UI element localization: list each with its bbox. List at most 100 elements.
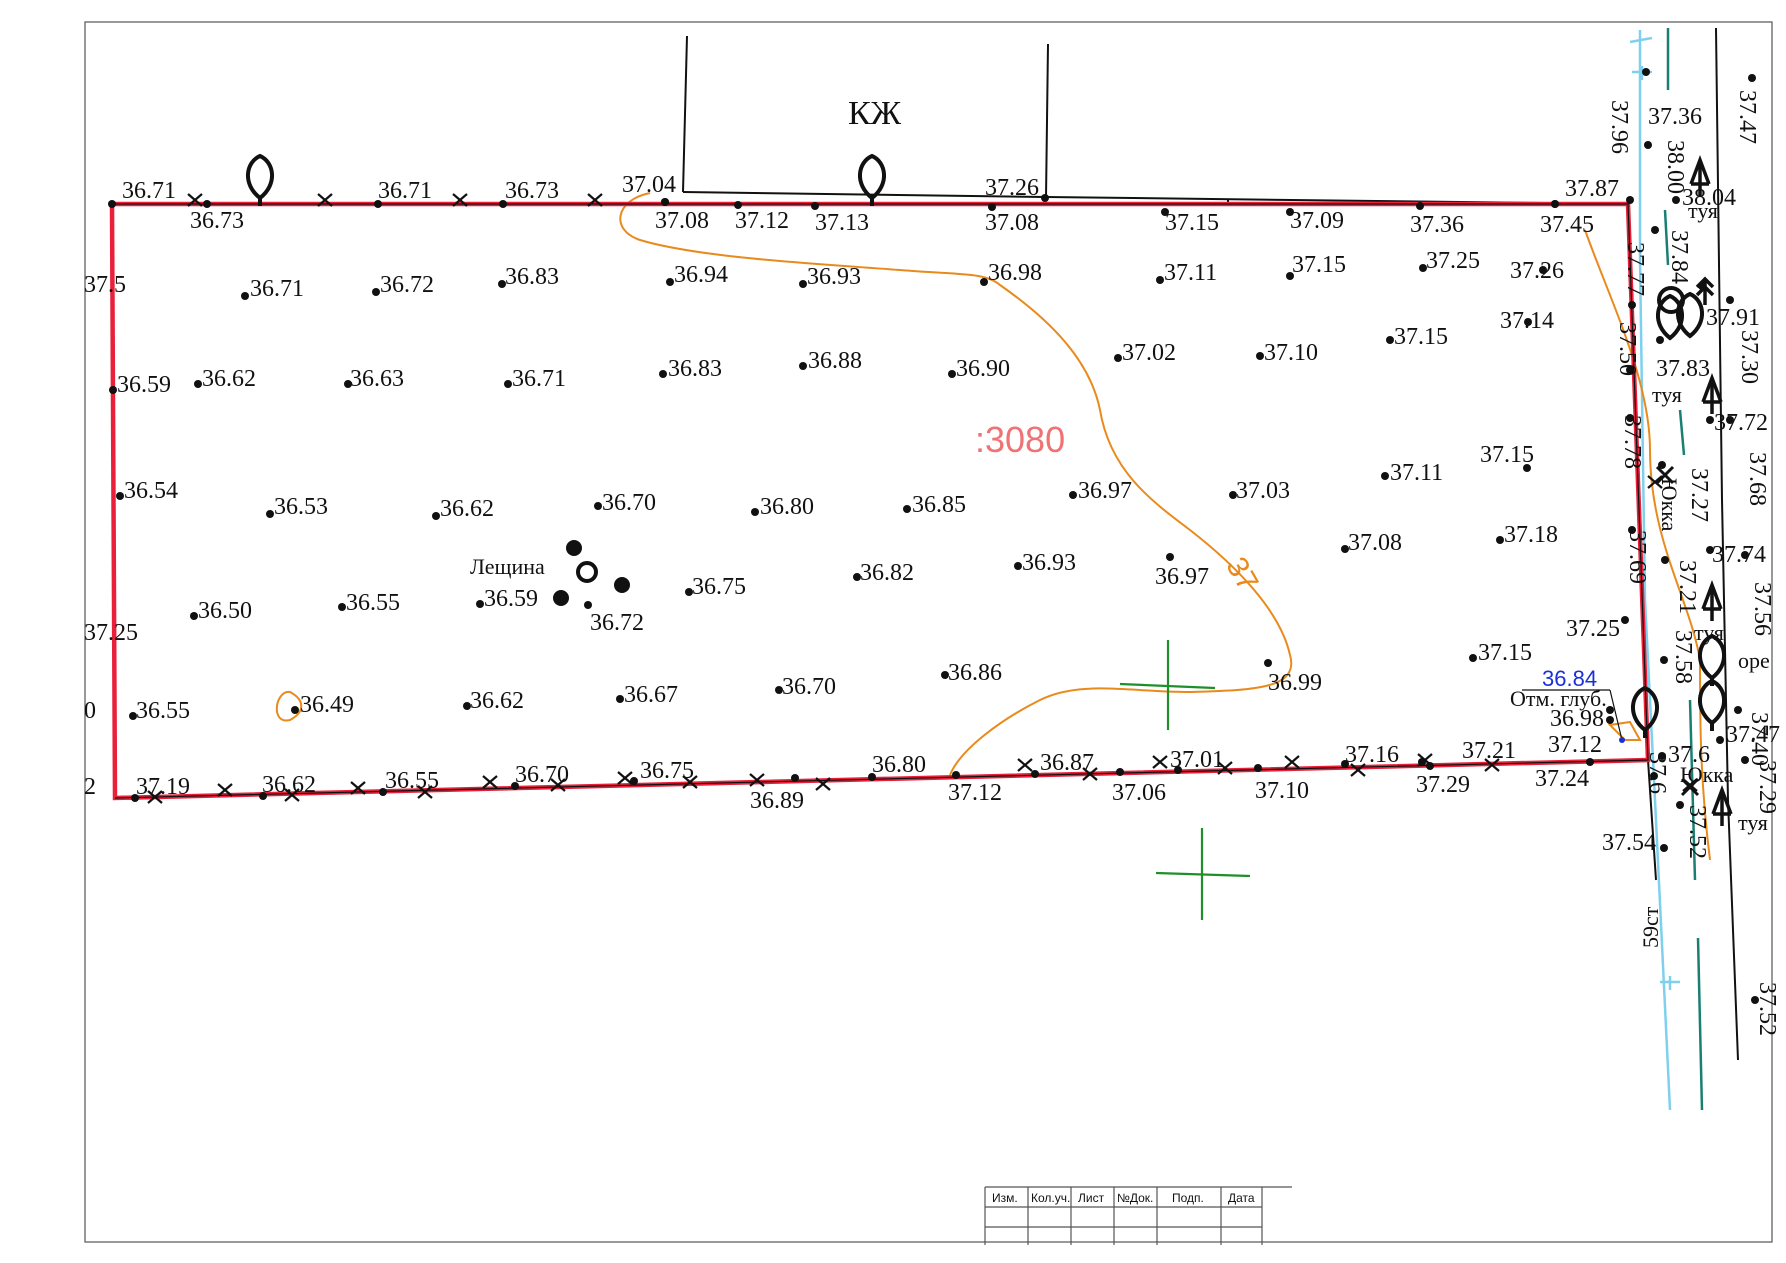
elevation-label: 37.77 — [1622, 242, 1648, 296]
survey-point — [266, 510, 274, 518]
elevation-label: 37.03 — [1236, 478, 1290, 504]
elevation-label: 37.47 — [1726, 722, 1780, 748]
elevation-label: 36.67 — [624, 682, 678, 708]
survey-point — [1031, 770, 1039, 778]
survey-point — [666, 278, 674, 286]
survey-point — [1734, 706, 1742, 714]
elevation-label: 37.08 — [985, 210, 1039, 236]
survey-point — [241, 292, 249, 300]
depth-point — [1619, 737, 1625, 743]
elevation-label: 37.69 — [1624, 530, 1650, 584]
survey-point — [1416, 202, 1424, 210]
elevation-label: 36.83 — [505, 264, 559, 290]
survey-point — [203, 200, 211, 208]
conifer-icon — [1711, 785, 1733, 826]
elevation-label: 37.26 — [1510, 258, 1564, 284]
plant-label: туя — [1694, 620, 1724, 645]
survey-point — [1626, 366, 1634, 374]
survey-point — [1496, 536, 1504, 544]
elevation-label: 2 — [84, 774, 96, 800]
survey-point — [1698, 282, 1706, 290]
elevation-label: 37.15 — [1478, 640, 1532, 666]
survey-point — [1539, 266, 1547, 274]
survey-point — [659, 370, 667, 378]
survey-point — [1114, 354, 1122, 362]
elevation-label: 37.21 — [1674, 560, 1700, 614]
elevation-label: 36.62 — [202, 366, 256, 392]
elevation-label: 37.08 — [655, 208, 709, 234]
survey-point — [616, 695, 624, 703]
elevation-label: 37.04 — [622, 172, 676, 198]
elevation-label: 37.47 — [1734, 90, 1760, 144]
survey-point — [1644, 141, 1652, 149]
survey-point — [1116, 768, 1124, 776]
elevation-label: 36.93 — [1022, 550, 1076, 576]
elevation-label: 36.97 — [1078, 478, 1132, 504]
elevation-label: 36.88 — [808, 348, 862, 374]
survey-point — [498, 280, 506, 288]
tb-header: Изм. — [992, 1191, 1018, 1205]
survey-point — [291, 706, 299, 714]
survey-point — [941, 671, 949, 679]
elevation-label: 37.52 — [1754, 982, 1780, 1036]
survey-point — [1586, 758, 1594, 766]
elevation-label: 36.55 — [346, 590, 400, 616]
pipe-label: 59ст — [1638, 906, 1663, 948]
elevation-label: 37.12 — [948, 780, 1002, 806]
elevation-label: 36.62 — [262, 772, 316, 798]
survey-point — [109, 386, 117, 394]
survey-point — [511, 782, 519, 790]
elevation-label: 37.25 — [1566, 616, 1620, 642]
survey-point — [194, 380, 202, 388]
elevation-label: 37.29 — [1754, 760, 1780, 814]
elevation-label: 37.50 — [1614, 322, 1640, 376]
survey-point — [499, 200, 507, 208]
survey-point — [1628, 526, 1636, 534]
survey-point — [594, 502, 602, 510]
tree-icon — [246, 153, 274, 206]
tree-icon — [1698, 678, 1726, 731]
survey-point — [1166, 553, 1174, 561]
survey-point — [903, 505, 911, 513]
elevation-label: 37.36 — [1648, 104, 1702, 130]
survey-point — [980, 278, 988, 286]
elevation-label: 36.71 — [250, 276, 304, 302]
survey-point — [1606, 716, 1614, 724]
survey-point — [952, 771, 960, 779]
elevation-label: 36.54 — [124, 478, 178, 504]
hazel-label: Лещина — [470, 554, 545, 579]
elevation-label: 36.70 — [602, 490, 656, 516]
elevation-label: 36.90 — [956, 356, 1010, 382]
elevation-label: 37.54 — [1602, 830, 1656, 856]
elevation-label: 36.50 — [198, 598, 252, 624]
survey-point — [868, 773, 876, 781]
contour-label: 37 — [1219, 552, 1264, 597]
survey-point — [1426, 762, 1434, 770]
survey-point — [1676, 801, 1684, 809]
elevation-label: 37.91 — [1706, 305, 1760, 331]
elevation-label: 37.13 — [815, 210, 869, 236]
elevation-label: 36.75 — [640, 758, 694, 784]
survey-point — [379, 788, 387, 796]
elevation-label: 37.52 — [1684, 805, 1710, 859]
elevation-label: 37.6 — [1644, 752, 1670, 794]
elevation-label: 36.62 — [470, 688, 524, 714]
survey-point — [1156, 276, 1164, 284]
survey-point — [1229, 491, 1237, 499]
elevation-label: 37.45 — [1540, 212, 1594, 238]
survey-point — [372, 288, 380, 296]
elevation-label: 37.11 — [1390, 460, 1443, 486]
elevation-label: 37.25 — [1426, 248, 1480, 274]
elevation-label: 36.98 — [1550, 706, 1604, 732]
tb-header: Лист — [1078, 1191, 1105, 1205]
blue-elevation-label: 36.84 — [1542, 666, 1597, 691]
conifer-icon — [1701, 580, 1723, 621]
elevation-label: 36.83 — [668, 356, 722, 382]
survey-point — [1386, 336, 1394, 344]
tb-header: Дата — [1228, 1191, 1255, 1205]
survey-point — [1286, 208, 1294, 216]
elevation-label: 37.56 — [1749, 582, 1775, 636]
elevation-label: 36.72 — [590, 610, 644, 636]
survey-point — [1256, 352, 1264, 360]
